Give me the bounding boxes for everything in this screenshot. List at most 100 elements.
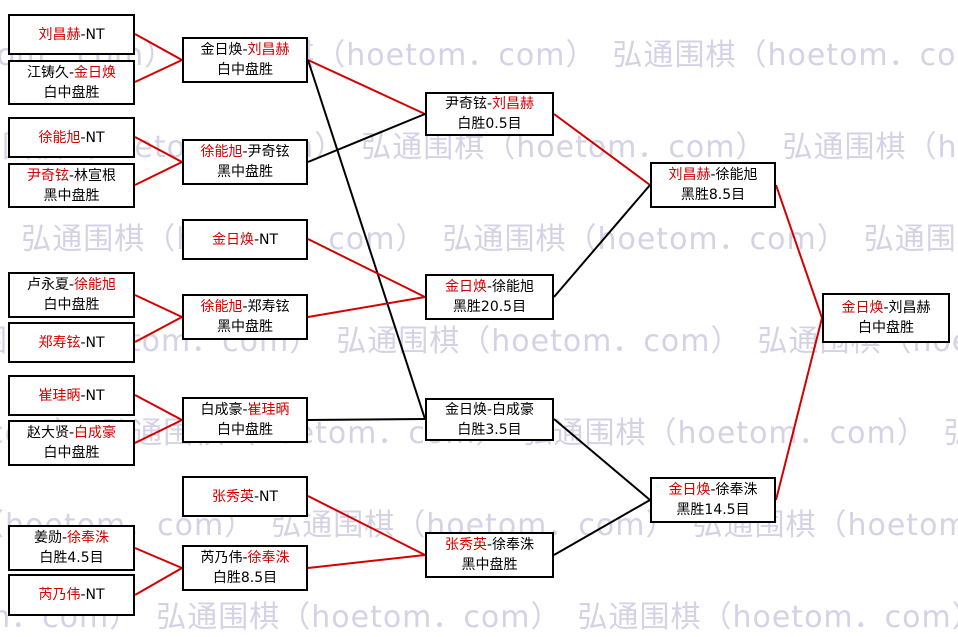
match-pairing: 金日焕-刘昌赫 bbox=[841, 298, 930, 318]
bracket-line-red bbox=[134, 59, 183, 83]
player-name: -NT bbox=[253, 488, 279, 505]
match-result: 白中盘胜 bbox=[43, 297, 100, 313]
player-name-winner: 刘昌赫 bbox=[668, 167, 711, 183]
match-box-r2-xu-nengxu-yin-qixuan[interactable]: 徐能旭-尹奇铉黑中盘胜 bbox=[182, 139, 308, 185]
watermark-text: 弘通围棋（hoetom．com） 弘通围棋（hoetom．com） 弘通围棋（h… bbox=[0, 38, 958, 73]
match-box-r1-yin-qixuan-lin-xuangen[interactable]: 尹奇铉-林宣根黑中盘胜 bbox=[8, 163, 135, 208]
bracket-line-red bbox=[775, 184, 823, 319]
player-name: 江铸久- bbox=[26, 64, 75, 81]
bracket-line-red bbox=[307, 495, 426, 556]
player-name: -刘昌赫 bbox=[883, 300, 931, 316]
match-pairing: 芮乃伟-徐奉洙 bbox=[200, 548, 289, 568]
player-name: -林宣根 bbox=[68, 167, 117, 184]
match-result: 白胜0.5目 bbox=[457, 116, 522, 132]
match-box-sf-jin-rihuan-xu-fengzhu[interactable]: 金日焕-徐奉洙黑胜14.5目 bbox=[650, 477, 776, 523]
bracket-line-black bbox=[307, 113, 426, 163]
match-box-r2-bai-chenghao-cui-guibing[interactable]: 白成豪-崔珪昞白中盘胜 bbox=[182, 397, 308, 443]
player-name-winner: 徐奉洙 bbox=[67, 530, 110, 546]
bracket-line-red bbox=[134, 394, 183, 421]
match-result: 白胜3.5目 bbox=[457, 421, 522, 438]
match-pairing: 金日焕-刘昌赫 bbox=[200, 40, 289, 60]
player-name: -NT bbox=[80, 387, 105, 404]
match-box-r1-lu-yongxia-xu-nengxu[interactable]: 卢永夏-徐能旭白中盘胜 bbox=[8, 272, 135, 318]
player-name: 芮乃伟- bbox=[200, 550, 248, 566]
player-name-winner: 崔珪昞 bbox=[38, 387, 81, 404]
match-box-r1-liu-changhe-bye[interactable]: 刘昌赫-NT bbox=[8, 14, 135, 55]
match-box-r1-zheng-shouxuan-bye[interactable]: 郑寿铉-NT bbox=[8, 322, 135, 363]
player-name-winner: 尹奇铉 bbox=[26, 167, 69, 184]
match-box-qf-zhang-xiuying-xu-fengzhu[interactable]: 张秀英-徐奉洙黑中盘胜 bbox=[425, 532, 554, 578]
player-name: -郑寿铉 bbox=[242, 299, 290, 315]
player-name: 金日焕-白成豪 bbox=[444, 401, 535, 418]
player-name: -NT bbox=[80, 587, 105, 603]
match-box-r2-rui-naiwei-xu-fengzhu[interactable]: 芮乃伟-徐奉洙白胜8.5目 bbox=[182, 545, 308, 591]
match-box-r1-xu-nengxu-bye[interactable]: 徐能旭-NT bbox=[8, 117, 135, 158]
player-name: 姜勋- bbox=[33, 530, 68, 546]
player-name-winner: 张秀英 bbox=[211, 488, 254, 505]
match-box-r1-zhao-daxian-bai-chenghao[interactable]: 赵大贤-白成豪白中盘胜 bbox=[8, 420, 135, 466]
match-result: 黑中盘胜 bbox=[217, 164, 273, 180]
match-box-r2-jin-rihuan-liu-changhe[interactable]: 金日焕-刘昌赫白中盘胜 bbox=[182, 37, 308, 83]
match-result: 白中盘胜 bbox=[858, 320, 914, 336]
player-name: 金日焕- bbox=[200, 42, 248, 58]
watermark-text: 弘通围棋（hoetom．com） 弘通围棋（hoetom．com） 弘通围棋（h… bbox=[0, 600, 958, 635]
match-box-r1-rui-naiwei-bye[interactable]: 芮乃伟-NT bbox=[8, 574, 135, 616]
bracket-line-red bbox=[134, 419, 183, 444]
bracket-line-red bbox=[307, 554, 426, 569]
match-box-qf-jin-rihuan-bai-chenghao[interactable]: 金日焕-白成豪白胜3.5目 bbox=[425, 398, 554, 441]
match-box-r1-jiang-xun-xu-fengzhu[interactable]: 姜勋-徐奉洙白胜4.5目 bbox=[8, 525, 135, 571]
player-name: -徐能旭 bbox=[486, 279, 535, 295]
match-pairing: 赵大贤-白成豪 bbox=[27, 423, 116, 443]
player-name-winner: 金日焕 bbox=[74, 64, 117, 81]
bracket-line-red bbox=[134, 136, 183, 163]
player-name-winner: 金日焕 bbox=[444, 279, 487, 295]
player-name: 卢永夏- bbox=[26, 277, 75, 293]
player-name-winner: 刘昌赫 bbox=[38, 26, 81, 43]
player-name-winner: 白成豪 bbox=[74, 425, 117, 441]
match-box-final-jin-rihuan-liu-changhe[interactable]: 金日焕-刘昌赫白中盘胜 bbox=[822, 293, 950, 343]
bracket-line-red bbox=[307, 59, 426, 115]
player-name: -徐奉洙 bbox=[710, 482, 758, 498]
match-box-qf-yin-qixuan-liu-changhe[interactable]: 尹奇铉-刘昌赫白胜0.5目 bbox=[425, 92, 554, 136]
player-name-winner: 徐奉洙 bbox=[247, 550, 290, 566]
match-result: 白中盘胜 bbox=[217, 422, 273, 438]
match-box-qf-jin-rihuan-xu-nengxu[interactable]: 金日焕-徐能旭黑胜20.5目 bbox=[425, 274, 554, 320]
player-name-winner: 徐能旭 bbox=[200, 299, 243, 315]
match-pairing: 张秀英-NT bbox=[212, 487, 278, 507]
bracket-line-black bbox=[553, 499, 651, 556]
player-name: -NT bbox=[80, 334, 105, 351]
match-result: 黑中盘胜 bbox=[461, 557, 518, 573]
bracket-line-red bbox=[134, 567, 183, 596]
player-name: -NT bbox=[80, 26, 105, 43]
match-pairing: 徐能旭-尹奇铉 bbox=[200, 142, 289, 162]
bracket-line-red bbox=[134, 294, 183, 318]
player-name: -徐奉洙 bbox=[486, 537, 535, 553]
match-box-r1-cui-guibing-bye[interactable]: 崔珪昞-NT bbox=[8, 375, 135, 416]
player-name-winner: 芮乃伟 bbox=[38, 587, 81, 603]
match-pairing: 尹奇铉-林宣根 bbox=[27, 166, 116, 186]
match-pairing: 刘昌赫-NT bbox=[38, 25, 104, 45]
match-pairing: 卢永夏-徐能旭 bbox=[27, 275, 116, 295]
match-pairing: 金日焕-白成豪 bbox=[445, 400, 534, 420]
match-pairing: 张秀英-徐奉洙 bbox=[445, 535, 534, 555]
match-box-r2-jin-rihuan-bye[interactable]: 金日焕-NT bbox=[182, 219, 308, 260]
player-name: 白成豪- bbox=[200, 402, 248, 418]
match-box-r2-xu-nengxu-zheng-shouxuan[interactable]: 徐能旭-郑寿铉黑中盘胜 bbox=[182, 294, 308, 340]
match-pairing: 白成豪-崔珪昞 bbox=[200, 400, 289, 420]
match-result: 白中盘胜 bbox=[217, 62, 273, 78]
match-box-r2-zhang-xiuying-bye[interactable]: 张秀英-NT bbox=[182, 476, 308, 517]
bracket-line-red bbox=[134, 161, 183, 186]
match-pairing: 金日焕-徐能旭 bbox=[445, 277, 534, 297]
player-name-winner: 徐能旭 bbox=[38, 129, 81, 146]
match-box-r1-jiang-zhujiu-jin-rihuan[interactable]: 江铸久-金日焕白中盘胜 bbox=[8, 60, 135, 105]
match-box-sf-liu-changhe-xu-nengxu[interactable]: 刘昌赫-徐能旭黑胜8.5目 bbox=[650, 162, 776, 208]
match-pairing: 芮乃伟-NT bbox=[38, 585, 104, 605]
player-name-winner: 刘昌赫 bbox=[492, 96, 535, 112]
match-pairing: 郑寿铉-NT bbox=[38, 333, 104, 353]
match-result: 白胜4.5目 bbox=[39, 550, 104, 566]
match-pairing: 金日焕-NT bbox=[212, 230, 278, 250]
player-name-winner: 郑寿铉 bbox=[38, 334, 81, 351]
match-result: 黑中盘胜 bbox=[217, 319, 273, 335]
